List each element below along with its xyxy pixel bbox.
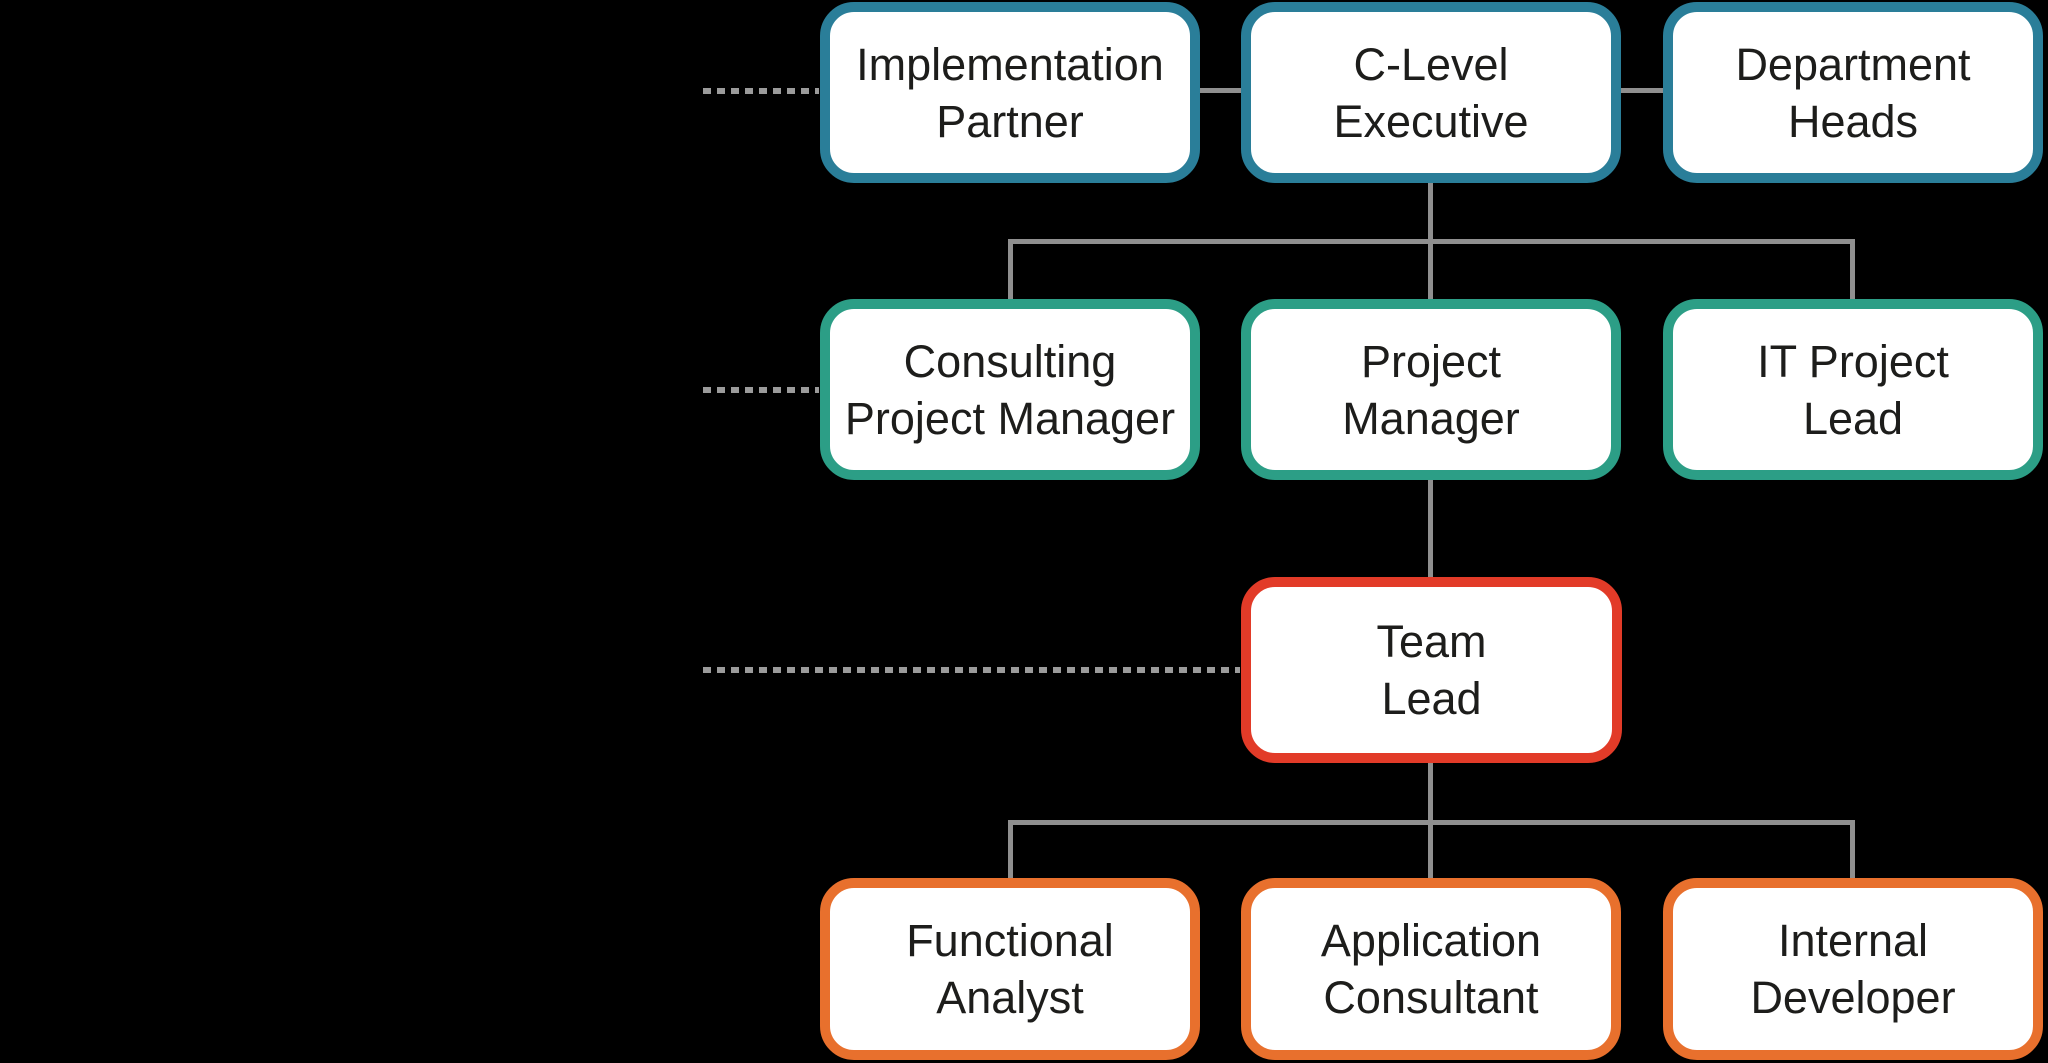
connector-drop-functional (1008, 820, 1013, 878)
connector-partner-executive (1200, 88, 1241, 93)
connector-pm-teamlead (1428, 480, 1433, 577)
node-label: Project (1360, 335, 1502, 387)
node-label: Lead (1802, 392, 1904, 444)
node-label: Implementation (856, 38, 1164, 90)
connector-row4-horizontal-bar (1008, 820, 1855, 825)
node-label: C-Level (1353, 38, 1509, 90)
node-functional-analyst: Functional Analyst (820, 878, 1200, 1060)
node-label: Internal (1777, 915, 1929, 966)
leader-line-executive-row (703, 88, 819, 94)
node-label: Analyst (936, 972, 1084, 1023)
node-label: Manager (1342, 392, 1520, 444)
connector-drop-internal-dev (1850, 820, 1855, 878)
connector-row2-horizontal-bar (1008, 239, 1855, 244)
node-label: Heads (1787, 95, 1919, 147)
node-application-consultant: Application Consultant (1241, 878, 1621, 1060)
node-label: Consulting (903, 335, 1117, 387)
node-label: Developer (1750, 972, 1956, 1023)
node-c-level-executive: C-Level Executive (1241, 2, 1621, 183)
node-department-heads: Department Heads (1663, 2, 2043, 183)
node-consulting-project-manager: Consulting Project Manager (820, 299, 1200, 480)
connector-drop-consulting-pm (1008, 239, 1013, 299)
node-it-project-lead: IT Project Lead (1663, 299, 2043, 480)
node-label: Application (1320, 915, 1542, 966)
connector-drop-it-lead (1850, 239, 1855, 299)
leader-line-lead-row (703, 667, 1240, 673)
connector-executive-deptheads (1621, 88, 1663, 93)
node-internal-developer: Internal Developer (1663, 878, 2043, 1060)
node-label: Department (1735, 38, 1971, 90)
node-project-manager: Project Manager (1241, 299, 1621, 480)
node-label: Project Manager (844, 392, 1176, 444)
node-label: Partner (936, 95, 1084, 147)
node-label: Lead (1381, 673, 1482, 724)
node-label: Consultant (1323, 972, 1539, 1023)
node-label: Executive (1333, 95, 1529, 147)
node-label: Team (1376, 616, 1487, 667)
node-label: Functional (906, 915, 1114, 966)
node-implementation-partner: Implementation Partner (820, 2, 1200, 183)
leader-line-management-row (703, 387, 819, 393)
node-label: IT Project (1757, 335, 1949, 387)
node-team-lead: Team Lead (1241, 577, 1622, 763)
